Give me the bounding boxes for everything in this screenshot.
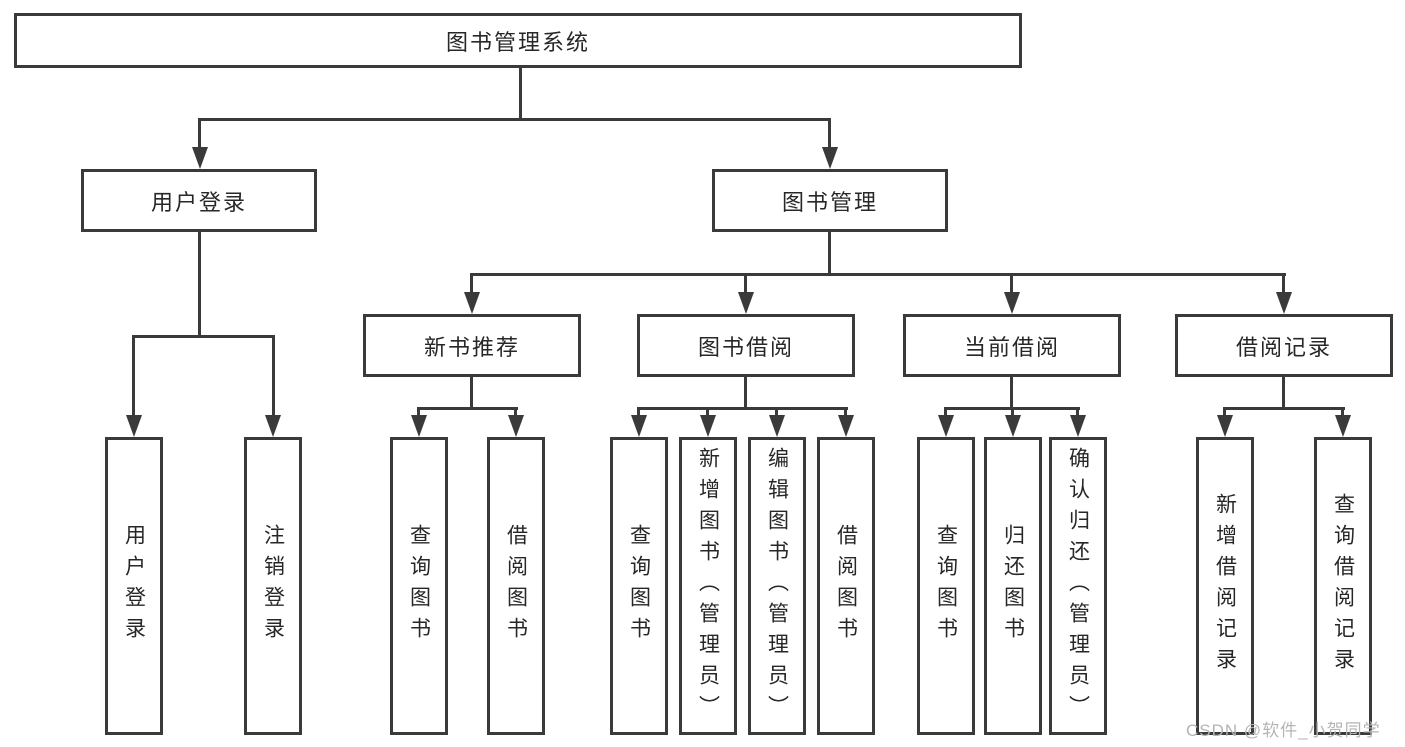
- connector-line: [1076, 407, 1079, 417]
- connector-stub: [470, 377, 473, 409]
- arrow-down-icon: [631, 415, 647, 437]
- arrow-down-icon: [738, 292, 754, 314]
- connector-branch: [418, 407, 518, 410]
- arrow-down-icon: [700, 415, 716, 437]
- connector-line: [1341, 407, 1344, 417]
- connector-line: [775, 407, 778, 417]
- csdn-watermark: CSDN @软件_小贺同学: [1186, 721, 1381, 740]
- arrow-down-icon: [464, 292, 480, 314]
- arrow-down-icon: [1070, 415, 1086, 437]
- connector-line: [1223, 407, 1226, 417]
- connector-stub: [1282, 377, 1285, 409]
- connector-line: [1010, 273, 1013, 293]
- node-borrowing-records: 借阅记录: [1175, 314, 1393, 377]
- leaf-add-books-admin: 新增图书（管理员）: [679, 437, 737, 735]
- leaf-borrow-books-borrowing: 借阅图书: [817, 437, 875, 735]
- connector-stub: [744, 377, 747, 409]
- arrow-down-icon: [769, 415, 785, 437]
- leaf-return-books: 归还图书: [984, 437, 1042, 735]
- leaf-query-books-current: 查询图书: [917, 437, 975, 735]
- connector-book-mgmt-stub: [828, 232, 831, 275]
- arrow-down-icon: [126, 415, 142, 437]
- arrow-down-icon: [192, 147, 208, 169]
- connector-root-stub: [519, 68, 522, 118]
- leaf-logout-login: 注销登录: [244, 437, 302, 735]
- arrow-down-icon: [1004, 292, 1020, 314]
- connector-line: [272, 335, 275, 415]
- arrow-down-icon: [1217, 415, 1233, 437]
- connector-line: [1011, 407, 1014, 417]
- connector-branch: [637, 407, 848, 410]
- leaf-user-login: 用户登录: [105, 437, 163, 735]
- node-new-book-recommendation: 新书推荐: [363, 314, 581, 377]
- arrow-down-icon: [265, 415, 281, 437]
- connector-line: [470, 273, 473, 293]
- leaf-query-borrow-record: 查询借阅记录: [1314, 437, 1372, 735]
- connector-line: [1282, 273, 1285, 293]
- connector-line: [744, 273, 747, 293]
- connector-line: [637, 407, 640, 417]
- arrow-down-icon: [1335, 415, 1351, 437]
- connector-book-mgmt-branch: [470, 273, 1286, 276]
- arrow-down-icon: [938, 415, 954, 437]
- arrow-down-icon: [508, 415, 524, 437]
- arrow-down-icon: [1276, 292, 1292, 314]
- arrow-down-icon: [838, 415, 854, 437]
- leaf-add-borrow-record: 新增借阅记录: [1196, 437, 1254, 735]
- leaf-edit-books-admin: 编辑图书（管理员）: [748, 437, 806, 735]
- arrow-down-icon: [822, 147, 838, 169]
- connector-branch: [1223, 407, 1345, 410]
- node-user-login: 用户登录: [81, 169, 317, 232]
- leaf-borrow-books-recommend: 借阅图书: [487, 437, 545, 735]
- connector-stub: [1010, 377, 1013, 409]
- connector-line: [828, 118, 831, 150]
- leaf-query-books-borrowing: 查询图书: [610, 437, 668, 735]
- connector-line: [132, 335, 135, 415]
- node-book-borrowing: 图书借阅: [637, 314, 855, 377]
- connector-line: [706, 407, 709, 417]
- leaf-query-books-recommend: 查询图书: [390, 437, 448, 735]
- arrow-down-icon: [411, 415, 427, 437]
- connector-line: [844, 407, 847, 417]
- leaf-confirm-return-admin: 确认归还（管理员）: [1049, 437, 1107, 735]
- connector-root-branch: [198, 118, 831, 121]
- arrow-down-icon: [1005, 415, 1021, 437]
- connector-user-login-branch: [132, 335, 275, 338]
- connector-line: [944, 407, 947, 417]
- node-current-borrowing: 当前借阅: [903, 314, 1121, 377]
- node-root: 图书管理系统: [14, 13, 1022, 68]
- connector-line: [198, 118, 201, 150]
- node-book-management: 图书管理: [712, 169, 948, 232]
- connector-user-login-stub: [198, 232, 201, 337]
- connector-line: [417, 407, 420, 417]
- connector-line: [514, 407, 517, 417]
